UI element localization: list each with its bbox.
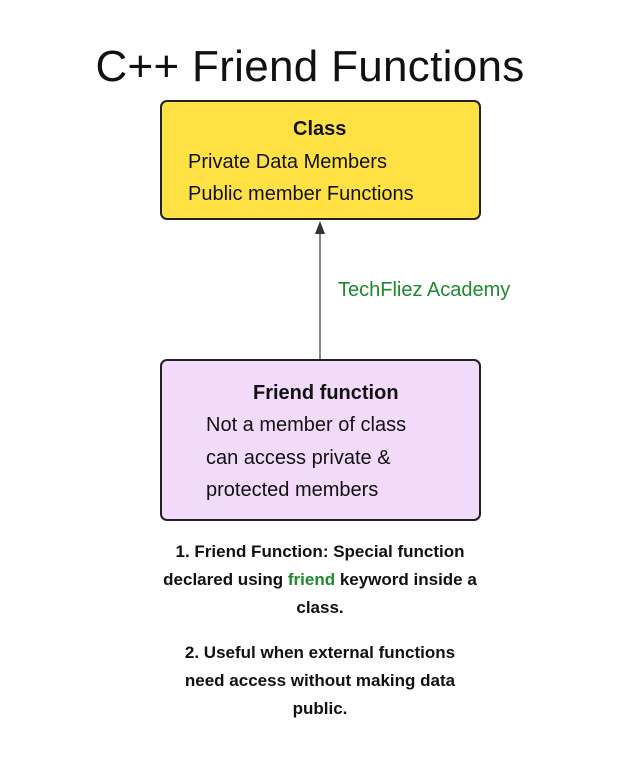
class-heading: Class <box>293 118 347 140</box>
arrow-head-icon <box>315 221 325 234</box>
diagram-title: C++ Friend Functions <box>95 42 525 91</box>
friend-line: protected members <box>206 479 379 501</box>
class-line: Private Data Members <box>188 151 387 173</box>
friend-line: can access private & <box>206 447 391 469</box>
edge-label: TechFliez Academy <box>338 279 511 301</box>
friend-line: Not a member of class <box>206 414 407 436</box>
friend-function-node: Friend function Not a member of class ca… <box>160 359 481 521</box>
class-line: Public member Functions <box>188 183 414 205</box>
note-1: 1. Friend Function: Special function dec… <box>140 538 500 622</box>
friend-heading: Friend function <box>253 382 399 404</box>
note-2: 2. Useful when external functions need a… <box>184 643 456 718</box>
note-text: keyword inside a class. <box>296 570 477 617</box>
class-node: Class Private Data Members Public member… <box>160 100 481 220</box>
note-text: 1. Friend Function: Special function dec… <box>163 542 465 589</box>
friend-keyword: friend <box>287 570 336 589</box>
